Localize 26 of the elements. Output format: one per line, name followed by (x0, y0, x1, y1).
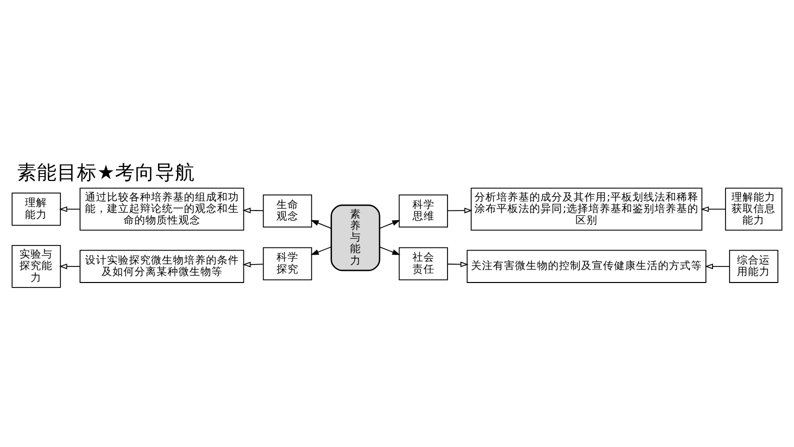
node-box: 理解能力获取信息能力 (725, 188, 782, 231)
diagram-title: 素能目标★考向导航 (17, 160, 195, 184)
node-box: 通过比较各种培养基的组成和功能，建立起辩论统一的观念和生命的物质性观念 (80, 188, 244, 231)
node-box: 理解能力 (12, 192, 61, 226)
arrow (379, 220, 400, 229)
arrow (704, 264, 730, 270)
node-box: 设计实验探究微生物培养的条件及如何分离某种微生物等 (80, 250, 244, 283)
arrow (59, 264, 80, 270)
arrow (379, 246, 400, 256)
arrow (59, 206, 80, 212)
arrow (447, 262, 468, 268)
node-box: 分析培养基的成分及其作用;平板划线法和稀释涂布平板法的异同;选择培养基和鉴别培养基的区别 (470, 188, 702, 231)
node-box: 实验与探究能力 (12, 244, 61, 288)
arrow (310, 220, 332, 229)
node-box: 科学思维 (398, 194, 448, 228)
node-box: 综合运用能力 (729, 250, 778, 283)
arrow (447, 208, 472, 214)
arrow (310, 246, 332, 255)
node-box: 社会责任 (398, 247, 448, 280)
arrow (242, 208, 264, 214)
arrow (700, 206, 726, 212)
node-box: 关注有害微生物的控制及宣传健康生活的方式等 (466, 250, 706, 283)
node-box: 科学探究 (262, 247, 312, 280)
node-box: 生命观念 (262, 194, 312, 228)
arrow (242, 262, 264, 268)
node-box: 素养与能力 (330, 204, 380, 272)
